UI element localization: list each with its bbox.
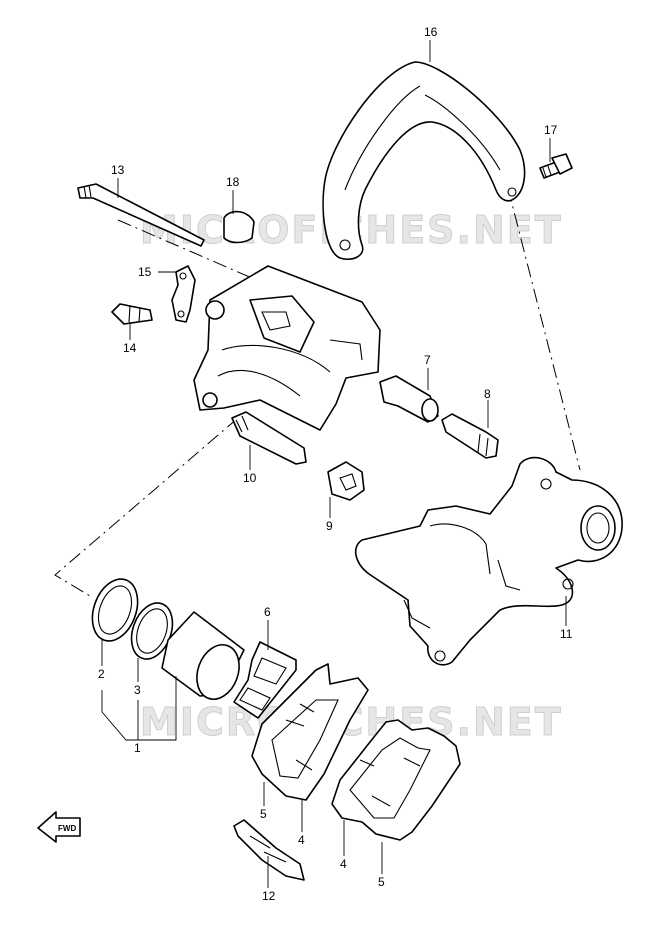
part-15-plate — [171, 265, 196, 323]
callout-9: 9 — [326, 519, 333, 533]
fwd-arrow-icon: FWD — [37, 811, 81, 843]
callout-3: 3 — [134, 683, 141, 697]
callout-5b: 5 — [378, 875, 385, 889]
callout-8: 8 — [484, 387, 491, 401]
part-8-bolt — [441, 413, 499, 459]
callout-2: 2 — [98, 667, 105, 681]
callout-5a: 5 — [260, 807, 267, 821]
alignment-line-piston — [54, 417, 239, 597]
callout-6: 6 — [264, 605, 271, 619]
part-4-5-inner-pads — [251, 663, 369, 801]
part-7-sleeve — [379, 375, 439, 423]
callout-14: 14 — [123, 341, 137, 355]
part-17-bolt — [539, 153, 573, 179]
callout-7: 7 — [424, 353, 431, 367]
callout-11: 11 — [560, 627, 573, 641]
part-16-upper-bracket — [322, 61, 526, 261]
callout-17: 17 — [544, 123, 558, 137]
caliper-body — [193, 265, 381, 431]
part-12-pad-spring — [233, 819, 305, 881]
part-2-seal — [91, 578, 139, 642]
part-13-slide-pin — [77, 183, 205, 247]
part-14-bleeder — [111, 303, 153, 325]
part-9-cap — [327, 461, 365, 501]
alignment-line-bracket — [507, 187, 581, 471]
callout-1: 1 — [134, 741, 141, 755]
callout-labels: 16 17 13 18 15 14 7 8 10 9 11 6 2 3 1 5 … — [98, 25, 573, 903]
part-11-caliper-bracket — [354, 456, 623, 666]
leader-lines — [101, 40, 567, 888]
callout-10: 10 — [243, 471, 257, 485]
callout-4a: 4 — [298, 833, 305, 847]
fwd-label: FWD — [58, 824, 76, 833]
part-4-5-outer-pads — [331, 719, 461, 841]
callout-13: 13 — [111, 163, 125, 177]
callout-15: 15 — [138, 265, 152, 279]
part-18-cap — [223, 210, 255, 244]
callout-4b: 4 — [340, 857, 347, 871]
callout-16: 16 — [424, 25, 438, 39]
part-10-pin — [231, 411, 307, 465]
part-1-piston — [161, 611, 245, 700]
callout-12: 12 — [262, 889, 276, 903]
callout-18: 18 — [226, 175, 240, 189]
part-6-shim — [233, 641, 297, 719]
